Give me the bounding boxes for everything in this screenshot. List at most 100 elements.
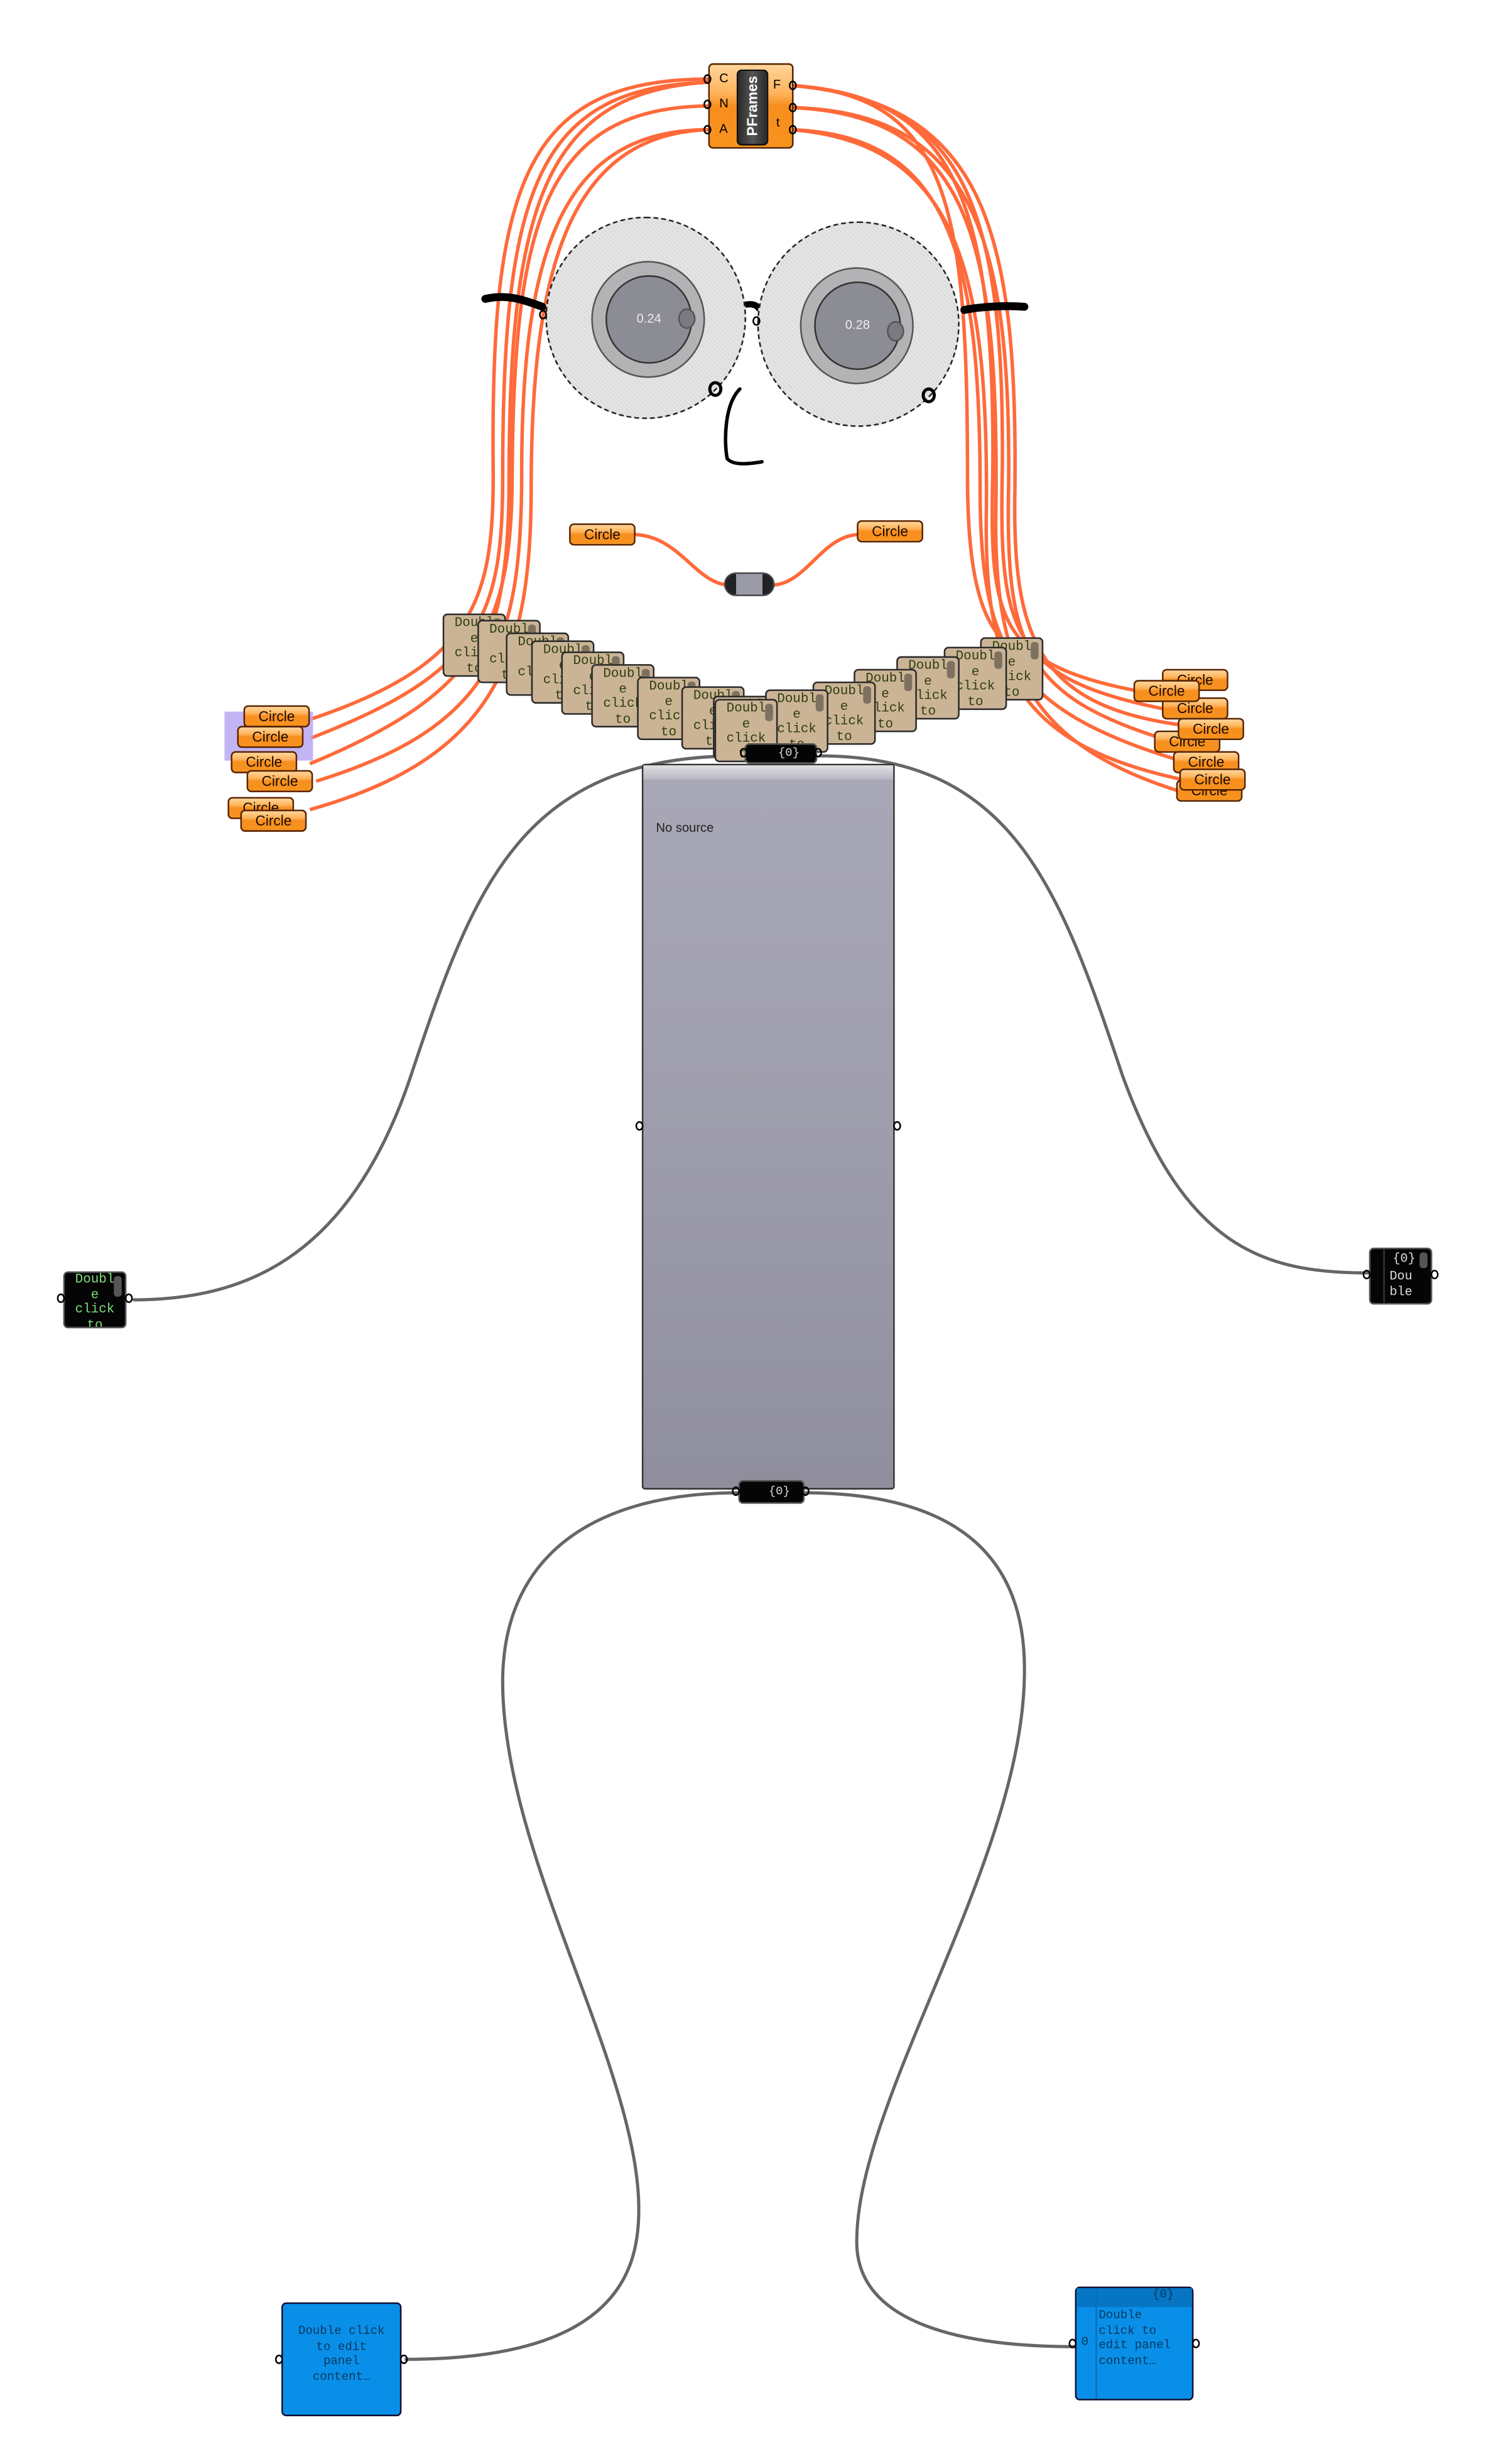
panel-scrollbar[interactable]: [863, 686, 871, 704]
knob-left-input-grip[interactable]: [539, 310, 547, 320]
panel-text: Doubl e click to: [908, 659, 948, 719]
right-foot-panel[interactable]: {0} 0 Double click to edit panel content…: [1075, 2286, 1194, 2401]
right-foot-panel-input-grip[interactable]: [1068, 2338, 1077, 2348]
circle-param[interactable]: Circle: [243, 705, 310, 728]
knob-right-handle[interactable]: [887, 320, 904, 342]
data-tag-top-input-grip[interactable]: [739, 748, 748, 758]
output-grip-n[interactable]: [788, 102, 797, 112]
panel-header-bar: [1077, 2288, 1192, 2308]
knob-left-handle[interactable]: [678, 308, 696, 329]
input-grip-a[interactable]: [703, 124, 712, 134]
input-n-label: N: [719, 96, 729, 111]
main-panel-output-grip[interactable]: [893, 1121, 901, 1131]
circle-param[interactable]: Circle: [246, 770, 313, 793]
panel-scrollbar[interactable]: [114, 1276, 122, 1297]
knob-left-value: 0.24: [636, 311, 661, 326]
knob-right-value: 0.28: [845, 317, 870, 332]
panel-scrollbar[interactable]: [1419, 1252, 1428, 1268]
data-tag-bottom[interactable]: {0}: [738, 1480, 805, 1504]
data-tag-bottom-input-grip[interactable]: [732, 1486, 740, 1496]
circle-label: Circle: [1194, 771, 1231, 788]
knob-right-ring: 0.28: [800, 267, 914, 384]
panel-text: Doubl e click to: [75, 1273, 115, 1329]
circle-label: Circle: [1188, 754, 1225, 770]
knob-left-disc[interactable]: 0.24: [605, 275, 696, 364]
knob-left-ring: 0.24: [591, 261, 705, 378]
circle-label: Circle: [258, 708, 295, 724]
right-hand-panel[interactable]: {0} Dou ble: [1369, 1247, 1433, 1305]
knob-right-resize-handle[interactable]: [921, 387, 936, 403]
knob-left-resize-handle[interactable]: [708, 381, 723, 397]
data-tag-bottom-output-grip[interactable]: [801, 1486, 810, 1496]
circle-param[interactable]: Circle: [1179, 768, 1246, 791]
circle-param[interactable]: Circle: [240, 809, 307, 832]
circle-label: Circle: [1193, 721, 1229, 737]
pframes-component[interactable]: C N A PFrames F t: [708, 63, 794, 149]
circle-label: Circle: [1148, 683, 1185, 699]
knob-right-input-grip[interactable]: [752, 316, 761, 326]
output-f-label: F: [773, 77, 781, 92]
data-tag-text: {0}: [778, 748, 800, 761]
knob-right-disc[interactable]: 0.28: [814, 281, 904, 370]
data-tag-top-output-grip[interactable]: [814, 748, 822, 758]
panel-scrollbar[interactable]: [1031, 641, 1039, 660]
circle-label: Circle: [255, 812, 292, 829]
circle-label: Circle: [583, 526, 621, 543]
data-tag-top[interactable]: {0}: [744, 743, 818, 764]
panel-text: Doubl e click to: [649, 680, 689, 739]
input-c-label: C: [719, 71, 729, 85]
panel-text: Doubl e click to: [824, 684, 864, 744]
panel-scrollbar[interactable]: [815, 694, 824, 712]
relay-node[interactable]: [724, 572, 775, 596]
input-grip-n[interactable]: [703, 99, 712, 109]
right-hand-panel-output-grip[interactable]: [1430, 1270, 1439, 1280]
right-hand-panel-input-grip[interactable]: [1362, 1270, 1371, 1280]
panel-text: Dou ble: [1389, 1270, 1413, 1300]
panel-index-column: [1095, 2288, 1097, 2399]
circle-param[interactable]: Circle: [230, 751, 298, 773]
circle-param-mouth-left[interactable]: Circle: [569, 523, 636, 546]
output-grip-f[interactable]: [788, 80, 797, 90]
main-panel-input-grip[interactable]: [635, 1121, 644, 1131]
grey-wires: [133, 754, 1369, 2361]
left-hand-panel-input-grip[interactable]: [57, 1293, 65, 1304]
main-panel-text: No source: [656, 820, 714, 835]
left-hand-panel[interactable]: Doubl e click to: [63, 1271, 127, 1329]
component-title: PFrames: [744, 75, 761, 136]
panel-text: Doubl e click to: [955, 650, 995, 709]
left-foot-panel-output-grip[interactable]: [399, 2354, 408, 2364]
panel-text: Doubl e click to: [603, 667, 643, 727]
panel-header: {0}: [1392, 1252, 1416, 1267]
circle-param[interactable]: Circle: [237, 726, 304, 748]
panel-text: Double click to edit panel content…: [1098, 2310, 1171, 2369]
panel-scrollbar[interactable]: [946, 661, 955, 679]
panel-text: Double click to edit panel content…: [298, 2326, 385, 2384]
panel-index: 0: [1081, 2337, 1089, 2350]
data-tag-text: {0}: [768, 1486, 790, 1500]
right-foot-panel-output-grip[interactable]: [1191, 2338, 1200, 2348]
panel-scrollbar[interactable]: [904, 673, 913, 691]
left-foot-panel-input-grip[interactable]: [274, 2354, 283, 2364]
panel-necklace[interactable]: Doubl e click to: [765, 689, 828, 753]
circle-label: Circle: [246, 754, 283, 770]
left-foot-panel[interactable]: Double click to edit panel content…: [281, 2302, 402, 2416]
left-hand-panel-output-grip[interactable]: [124, 1293, 133, 1304]
panel-header: {0}: [1152, 2289, 1174, 2303]
main-panel-header: [643, 765, 894, 780]
circle-label: Circle: [261, 773, 298, 789]
panel-scrollbar[interactable]: [765, 704, 773, 721]
panel-scrollbar[interactable]: [994, 651, 1002, 669]
circle-param-mouth-right[interactable]: Circle: [857, 520, 923, 543]
circle-param[interactable]: Circle: [1178, 717, 1244, 740]
orange-wires: [309, 77, 1202, 812]
component-name-plate: PFrames: [736, 69, 769, 146]
circle-param[interactable]: Circle: [1133, 680, 1200, 702]
output-t-label: t: [776, 115, 780, 130]
input-a-label: A: [719, 121, 728, 136]
output-grip-t[interactable]: [788, 124, 797, 134]
circle-label: Circle: [872, 523, 909, 540]
main-panel[interactable]: No source: [641, 763, 895, 1490]
input-grip-c[interactable]: [703, 74, 712, 84]
circle-label: Circle: [252, 729, 289, 745]
